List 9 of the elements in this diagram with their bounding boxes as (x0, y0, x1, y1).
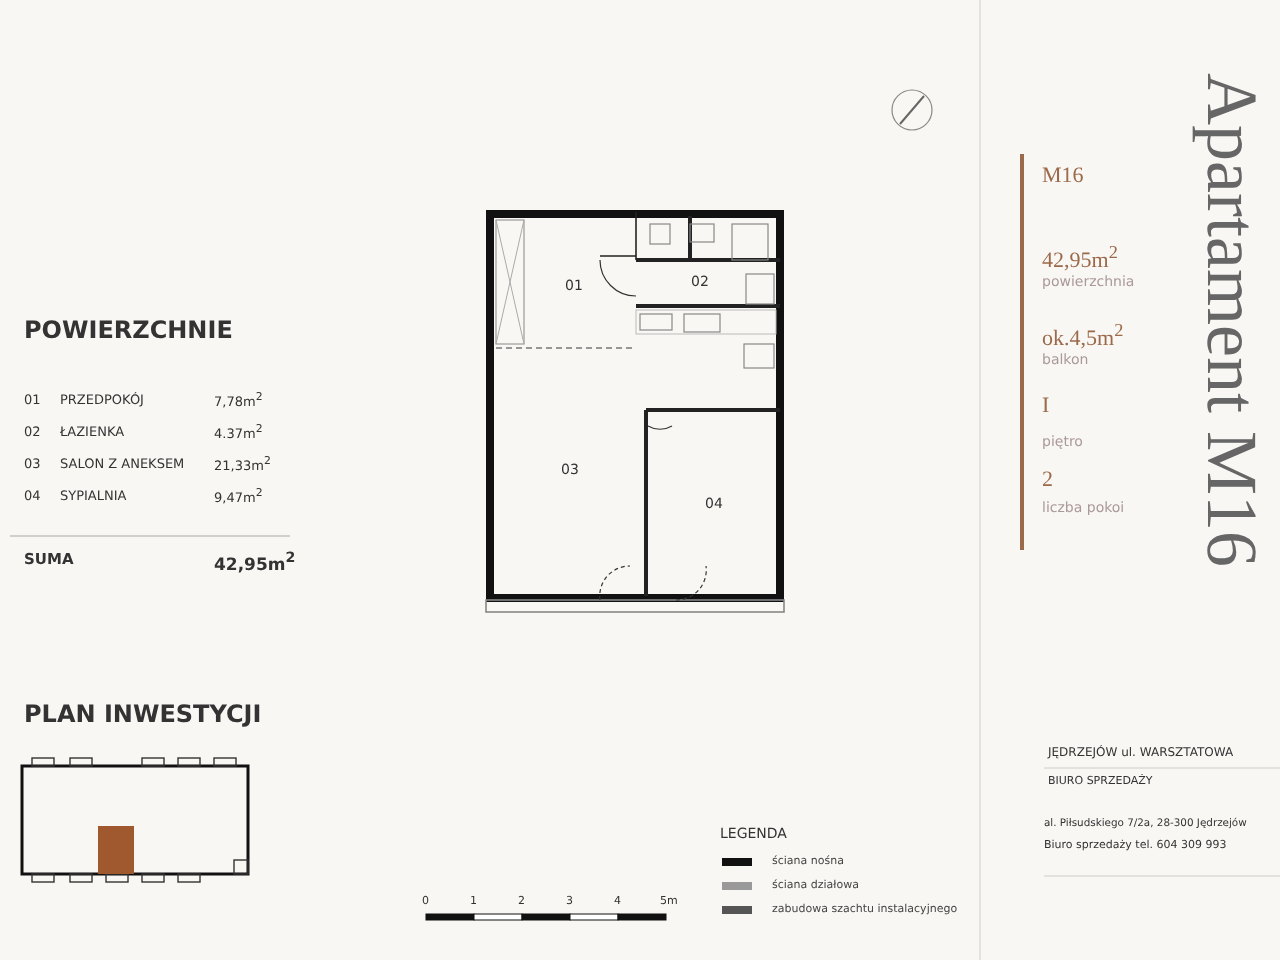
section-heading: POWIERZCHNIE (24, 318, 233, 345)
vertical-title: Apartament M16 (1190, 73, 1270, 567)
table-cell: 42,95m$^{2}$ (214, 550, 296, 577)
area-value: 42,95m$^{2}$ (1042, 242, 1118, 274)
section-heading: PLAN INWESTYCJI (24, 702, 262, 729)
floor-value: I (1042, 394, 1050, 419)
balcony-value: ok.4,5m$^{2}$ (1042, 320, 1124, 352)
apartment-number: M16 (1042, 164, 1084, 189)
rooms-value: 2 (1042, 468, 1053, 493)
